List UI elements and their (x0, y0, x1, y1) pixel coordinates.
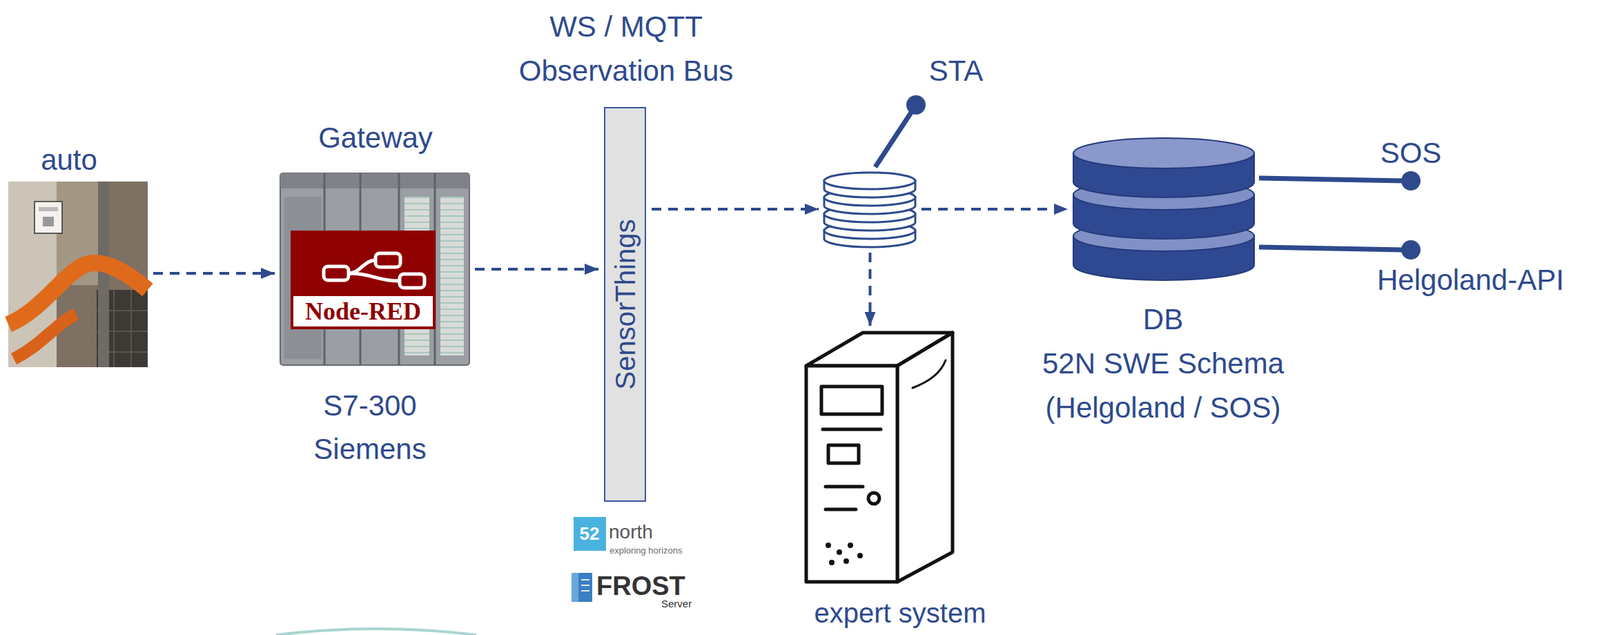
node-title: WS / MQTT Observation Bus (494, 4, 758, 94)
software-logo: Node-RED (290, 230, 436, 330)
node-title: Gateway (271, 121, 480, 155)
db-cylinder (1073, 138, 1255, 281)
node-title: STA (914, 54, 998, 88)
node-text: 52N SWE Schema (Helgoland / SOS) (1018, 341, 1309, 431)
node-text: SensorThings (609, 219, 642, 390)
node-title: auto (0, 143, 139, 177)
logo-text: north (608, 520, 653, 544)
interface-lollipop (875, 95, 926, 168)
database-node: STA (824, 171, 916, 248)
logo-text: 52 (579, 523, 600, 545)
plc-hardware (280, 173, 470, 366)
database-node: DB52N SWE Schema (Helgoland / SOS) (1073, 138, 1255, 281)
decor-arc (276, 628, 477, 635)
observation-bus: WS / MQTT Observation BusSensorThings (603, 106, 647, 502)
computer-tower (806, 332, 953, 582)
logo-text: FROST (596, 570, 686, 602)
gateway-node: GatewayS7-300 SiemensNode-RED (280, 173, 470, 366)
logo-text: Server (661, 597, 692, 611)
photo (8, 181, 148, 368)
dashed-arrow (474, 267, 599, 271)
dashed-arrow (153, 271, 275, 275)
interface-label: Helgoland-API (1377, 262, 1565, 298)
dashed-arrow (651, 207, 819, 211)
node-title: DB (1018, 297, 1309, 342)
interface-label: SOS (1380, 135, 1442, 171)
node-text: S7-300 Siemens (294, 383, 446, 471)
computer-node: expert system (806, 331, 954, 582)
dashed-arrow (921, 207, 1068, 211)
photo-node: auto (8, 181, 148, 368)
logo-text: exploring horizons (609, 545, 683, 557)
node-title: Node-RED (293, 296, 433, 327)
sta-database (824, 172, 916, 248)
dashed-arrow (869, 252, 872, 326)
node-title: expert system (789, 597, 1011, 629)
interface-lollipop (1259, 171, 1421, 260)
